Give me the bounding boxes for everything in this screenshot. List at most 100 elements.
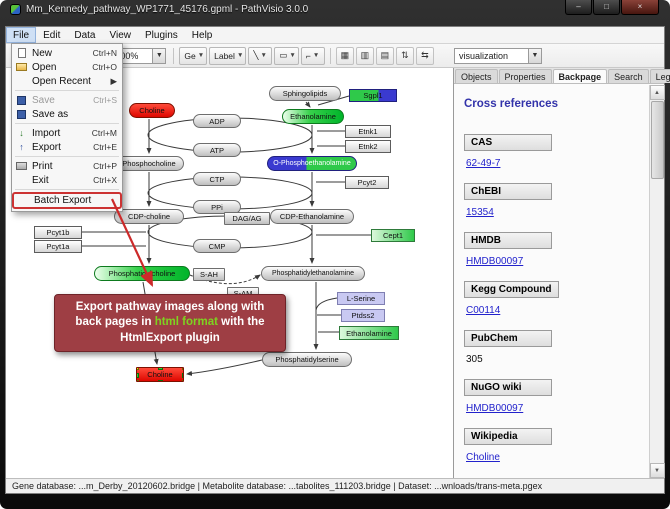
selection-handle[interactable] <box>158 380 163 381</box>
menu-item-label: Save as <box>32 108 69 120</box>
menu-data[interactable]: Data <box>74 30 96 41</box>
xref-link[interactable]: C00114 <box>466 305 501 316</box>
pathway-node-sgpl1[interactable]: Sgpl1 <box>349 89 397 102</box>
pathway-node-etnk1[interactable]: Etnk1 <box>345 125 391 138</box>
xref-link[interactable]: 15354 <box>466 207 494 218</box>
file-menu-item-save-as[interactable]: Save as <box>12 107 122 121</box>
align-center-button[interactable]: ▦ <box>335 46 354 65</box>
align-center-icon: ▦ <box>340 50 350 60</box>
sidebar-scrollbar[interactable]: ▲ ▼ <box>649 85 665 478</box>
pathway-node-ctp[interactable]: CTP <box>193 172 241 186</box>
align-vertical-icon: ▤ <box>380 50 390 60</box>
tab-backpage[interactable]: Backpage <box>552 69 608 83</box>
shape-tool[interactable]: ▭▼ <box>274 46 299 65</box>
file-menu-item-batch-export[interactable]: Batch Export <box>12 192 122 209</box>
align-vertical-button[interactable]: ▤ <box>375 46 394 65</box>
pathway-node-adp[interactable]: ADP <box>193 114 241 128</box>
titlebar[interactable]: Mm_Kennedy_pathway_WP1771_45176.gpml - P… <box>5 0 665 26</box>
label-tool[interactable]: Label▼ <box>209 46 247 65</box>
align-horizontal-button[interactable]: ▥ <box>355 46 374 65</box>
pathway-node-choline-top[interactable]: Choline <box>129 103 175 118</box>
statusbar-text: Gene database: ...m_Derby_20120602.bridg… <box>12 481 543 491</box>
scroll-down-icon[interactable]: ▼ <box>649 463 665 478</box>
selection-handle[interactable] <box>158 368 163 370</box>
pathway-node-atp[interactable]: ATP <box>193 143 241 157</box>
connector-tool[interactable]: ⌐▼ <box>300 46 325 65</box>
file-menu-item-open-recent[interactable]: Open Recent▶ <box>12 74 122 88</box>
xref-link[interactable]: HMDB00097 <box>466 256 524 267</box>
pathway-node-phosphatidylethanolamine[interactable]: Phosphatidylethanolamine <box>261 266 365 281</box>
scrollbar-thumb[interactable] <box>650 101 664 179</box>
selection-handle[interactable] <box>182 368 183 370</box>
menu-item-label: Export <box>32 141 61 153</box>
selection-handle[interactable] <box>137 380 139 381</box>
xref-link[interactable]: Choline <box>466 452 500 463</box>
datanode-tool[interactable]: Ge▼ <box>179 46 208 65</box>
close-button[interactable]: × <box>621 0 659 15</box>
chevron-down-icon: ▼ <box>289 52 296 59</box>
pathway-node-s-ah[interactable]: S-AH <box>193 268 225 281</box>
pathway-node-o-phosphoethanolamine[interactable]: O-Phosphoethanolamine <box>267 156 357 171</box>
pathway-node-ethanolamine-top[interactable]: Ethanolamine <box>282 109 344 124</box>
pathway-node-phosphatidylcholine[interactable]: Phosphatidylcholine <box>94 266 190 281</box>
pathway-node-cdp-ethanolamine[interactable]: CDP-Ethanolamine <box>270 209 354 224</box>
pathway-node-ptdss2[interactable]: Ptdss2 <box>341 309 385 322</box>
xref-database-name: PubChem <box>464 330 552 347</box>
pathway-node-pcyt1b[interactable]: Pcyt1b <box>34 226 82 239</box>
xref-link[interactable]: HMDB00097 <box>466 403 524 414</box>
chevron-down-icon: ▼ <box>260 52 267 59</box>
pathway-node-cept1[interactable]: Cept1 <box>371 229 415 242</box>
minimize-button[interactable]: – <box>565 0 592 15</box>
selection-handle[interactable] <box>182 380 183 381</box>
line-tool[interactable]: ╲▼ <box>248 46 273 65</box>
pathway-node-etnk2[interactable]: Etnk2 <box>345 140 391 153</box>
distribute-horizontal-button[interactable]: ⇆ <box>415 46 434 65</box>
selection-handle[interactable] <box>182 372 183 378</box>
pathway-node-phosphocholine[interactable]: Phosphocholine <box>114 156 184 171</box>
pathway-node-pcyt1a[interactable]: Pcyt1a <box>34 240 82 253</box>
pathway-node-pcyt2[interactable]: Pcyt2 <box>345 176 389 189</box>
selection-handle[interactable] <box>137 368 139 370</box>
pathway-node-sphingolipids[interactable]: Sphingolipids <box>269 86 341 101</box>
tab-properties[interactable]: Properties <box>498 69 552 83</box>
distribute-vertical-button[interactable]: ⇅ <box>395 46 414 65</box>
menu-file[interactable]: File <box>6 27 37 43</box>
maximize-button[interactable]: □ <box>593 0 620 15</box>
chevron-down-icon[interactable]: ▼ <box>528 48 541 63</box>
selection-handle[interactable] <box>137 372 139 378</box>
pathway-node-cmp[interactable]: CMP <box>193 239 241 253</box>
minimize-icon: – <box>576 2 581 11</box>
pathway-node-choline-bottom[interactable]: Choline <box>136 367 184 382</box>
pathway-node-phosphatidylserine[interactable]: Phosphatidylserine <box>262 352 352 367</box>
pathway-node-ethanolamine-bottom[interactable]: Ethanolamine <box>339 326 399 340</box>
pathway-node-l-serine[interactable]: L-Serine <box>337 292 385 305</box>
tab-search[interactable]: Search <box>608 69 649 83</box>
pathway-node-cdp-choline[interactable]: CDP-choline <box>114 209 184 224</box>
xref-database-name: ChEBI <box>464 183 552 200</box>
tab-objects[interactable]: Objects <box>455 69 498 83</box>
scroll-up-icon[interactable]: ▲ <box>649 85 665 100</box>
menu-view[interactable]: View <box>109 30 131 41</box>
menu-plugins[interactable]: Plugins <box>144 30 178 41</box>
menu-help[interactable]: Help <box>191 30 213 41</box>
xref-link[interactable]: 62-49-7 <box>466 158 501 169</box>
menu-shortcut: Ctrl+M <box>91 128 117 138</box>
pathway-node-dag[interactable]: DAG/AG <box>224 212 270 225</box>
tab-legend[interactable]: Legend <box>649 69 670 83</box>
menu-edit[interactable]: Edit <box>43 30 61 41</box>
pathway-node-ppi[interactable]: PPi <box>193 200 241 214</box>
chevron-down-icon[interactable]: ▼ <box>152 48 166 63</box>
visualization-combobox[interactable]: visualization ▼ <box>454 47 542 64</box>
